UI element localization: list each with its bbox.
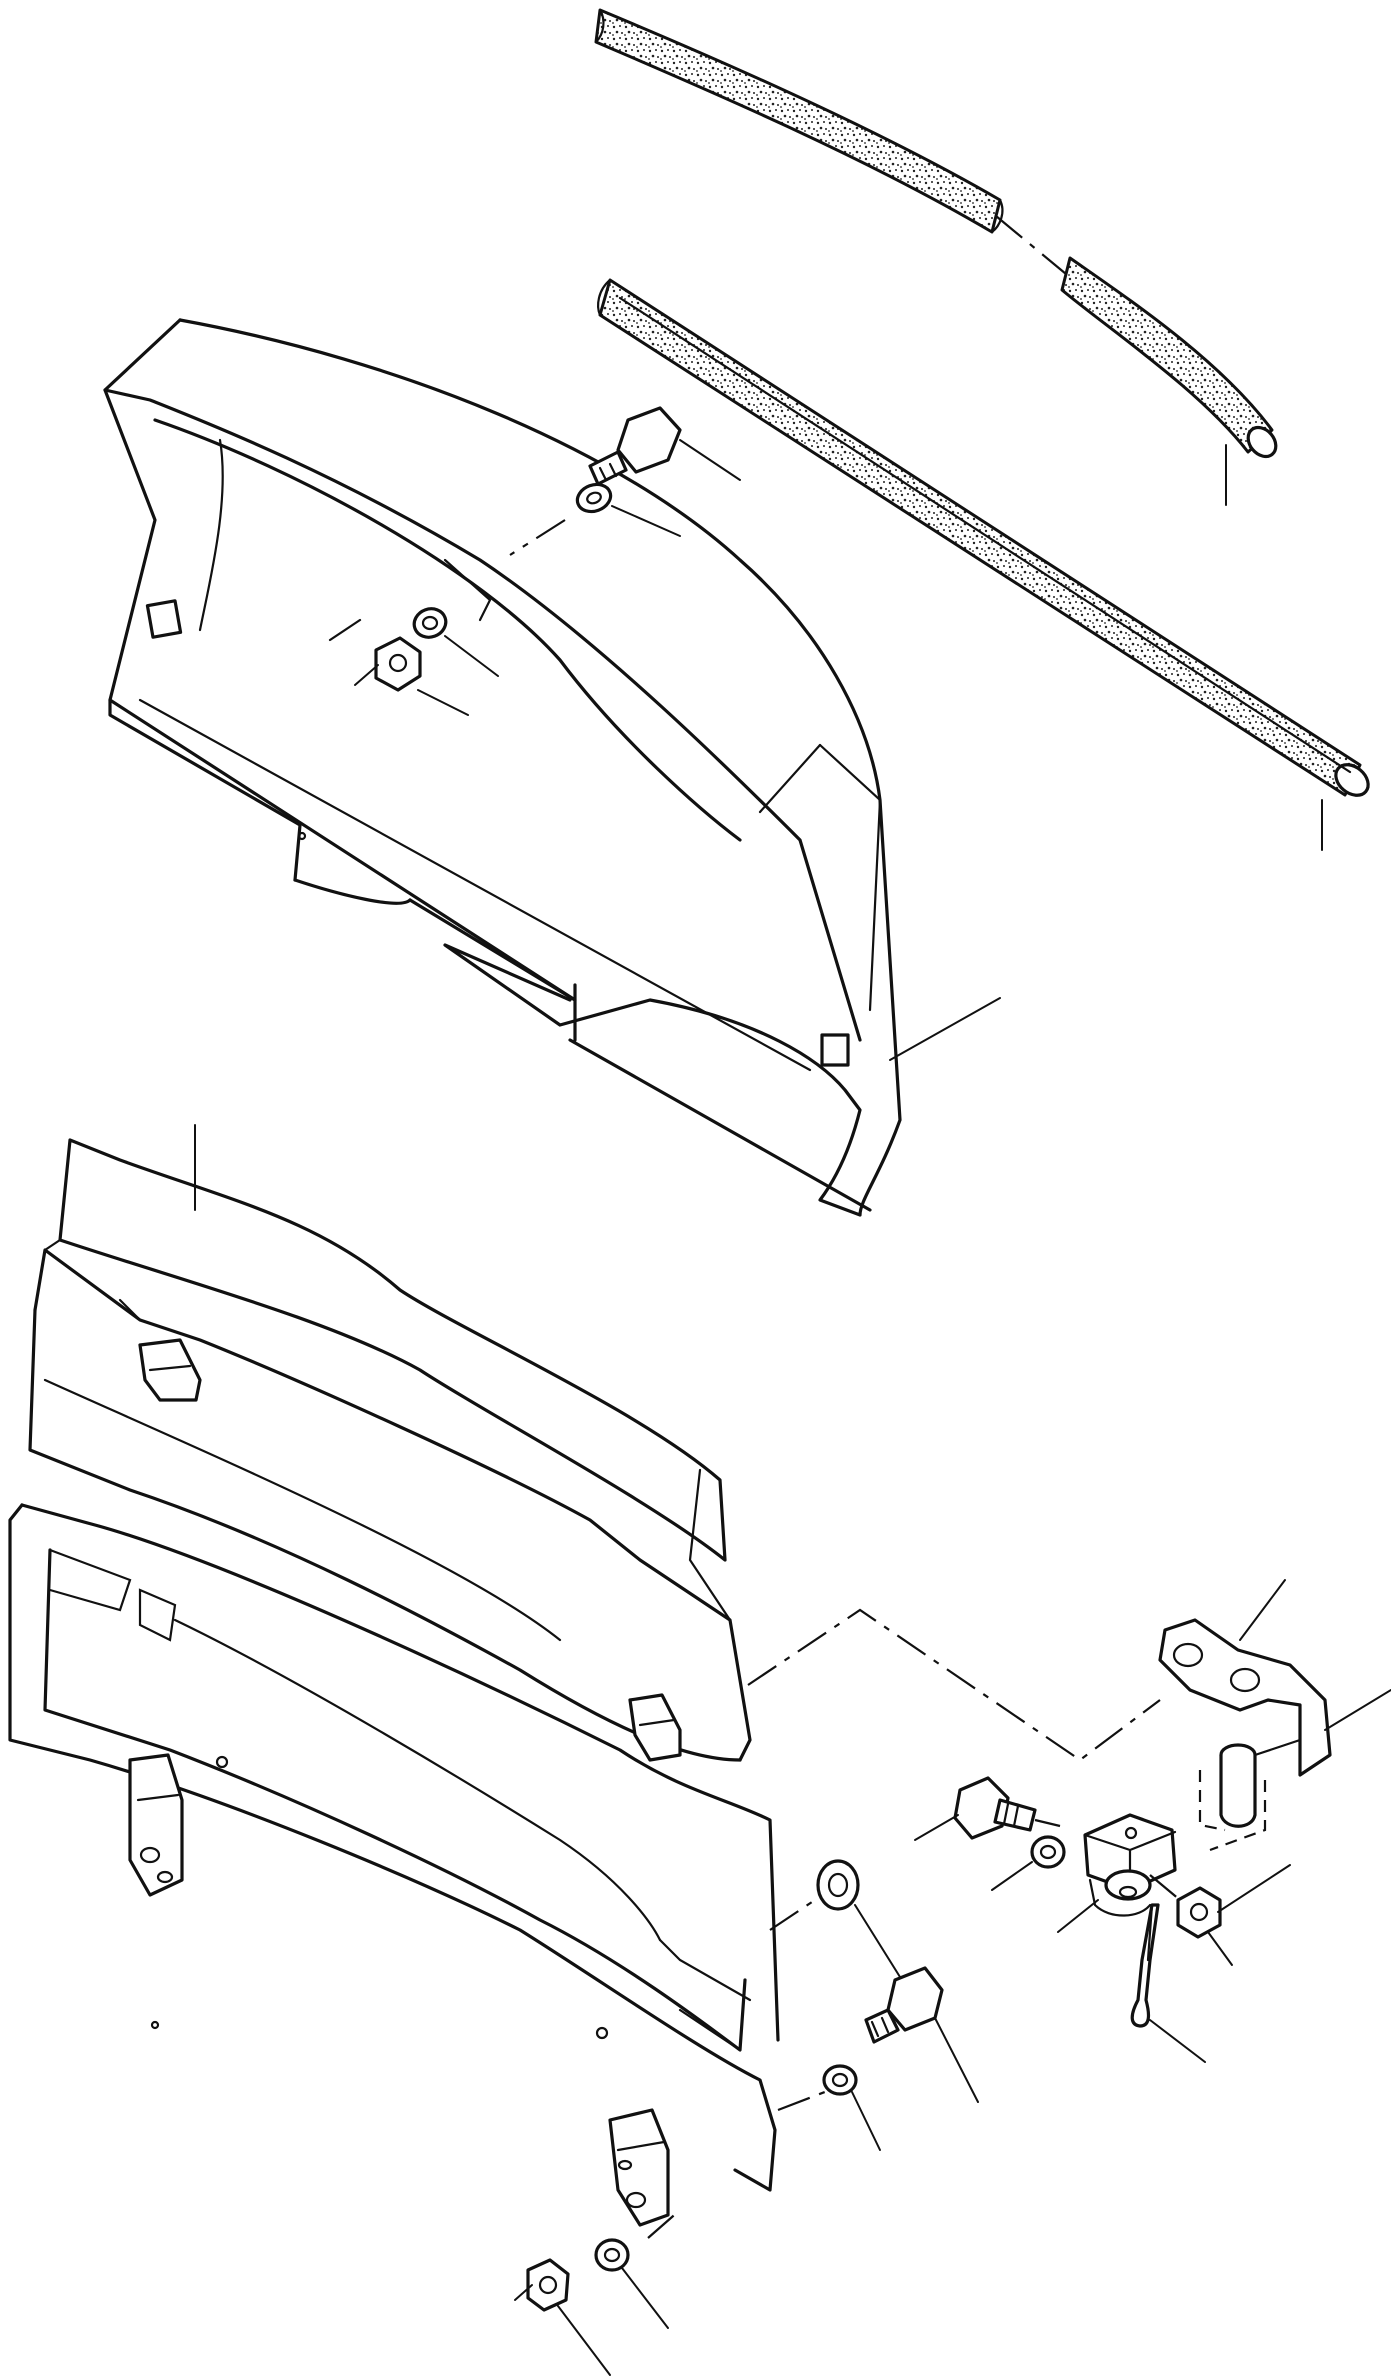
washer <box>991 1835 1066 1891</box>
hex-bolt <box>914 1776 1061 1841</box>
seal-strip-upper <box>594 8 1278 506</box>
cotter-pin <box>1130 1903 1206 2063</box>
washer <box>594 2209 681 2329</box>
upper-panel <box>28 1138 752 1762</box>
hex-nut <box>514 2258 611 2376</box>
washer <box>412 607 499 677</box>
hex-nut <box>1176 1864 1291 1966</box>
washer <box>769 1859 906 1986</box>
hinge-bracket <box>1158 1579 1391 1852</box>
washer <box>822 2064 881 2151</box>
hex-bolt <box>864 1966 979 2103</box>
seal-strip-lower <box>597 278 1370 851</box>
clevis-block <box>1057 1813 1181 1933</box>
washer <box>509 482 681 556</box>
cover-housing <box>103 318 1001 1217</box>
hex-bolt <box>588 406 741 486</box>
lower-frame <box>8 1503 1161 2227</box>
hex-nut <box>354 636 469 716</box>
